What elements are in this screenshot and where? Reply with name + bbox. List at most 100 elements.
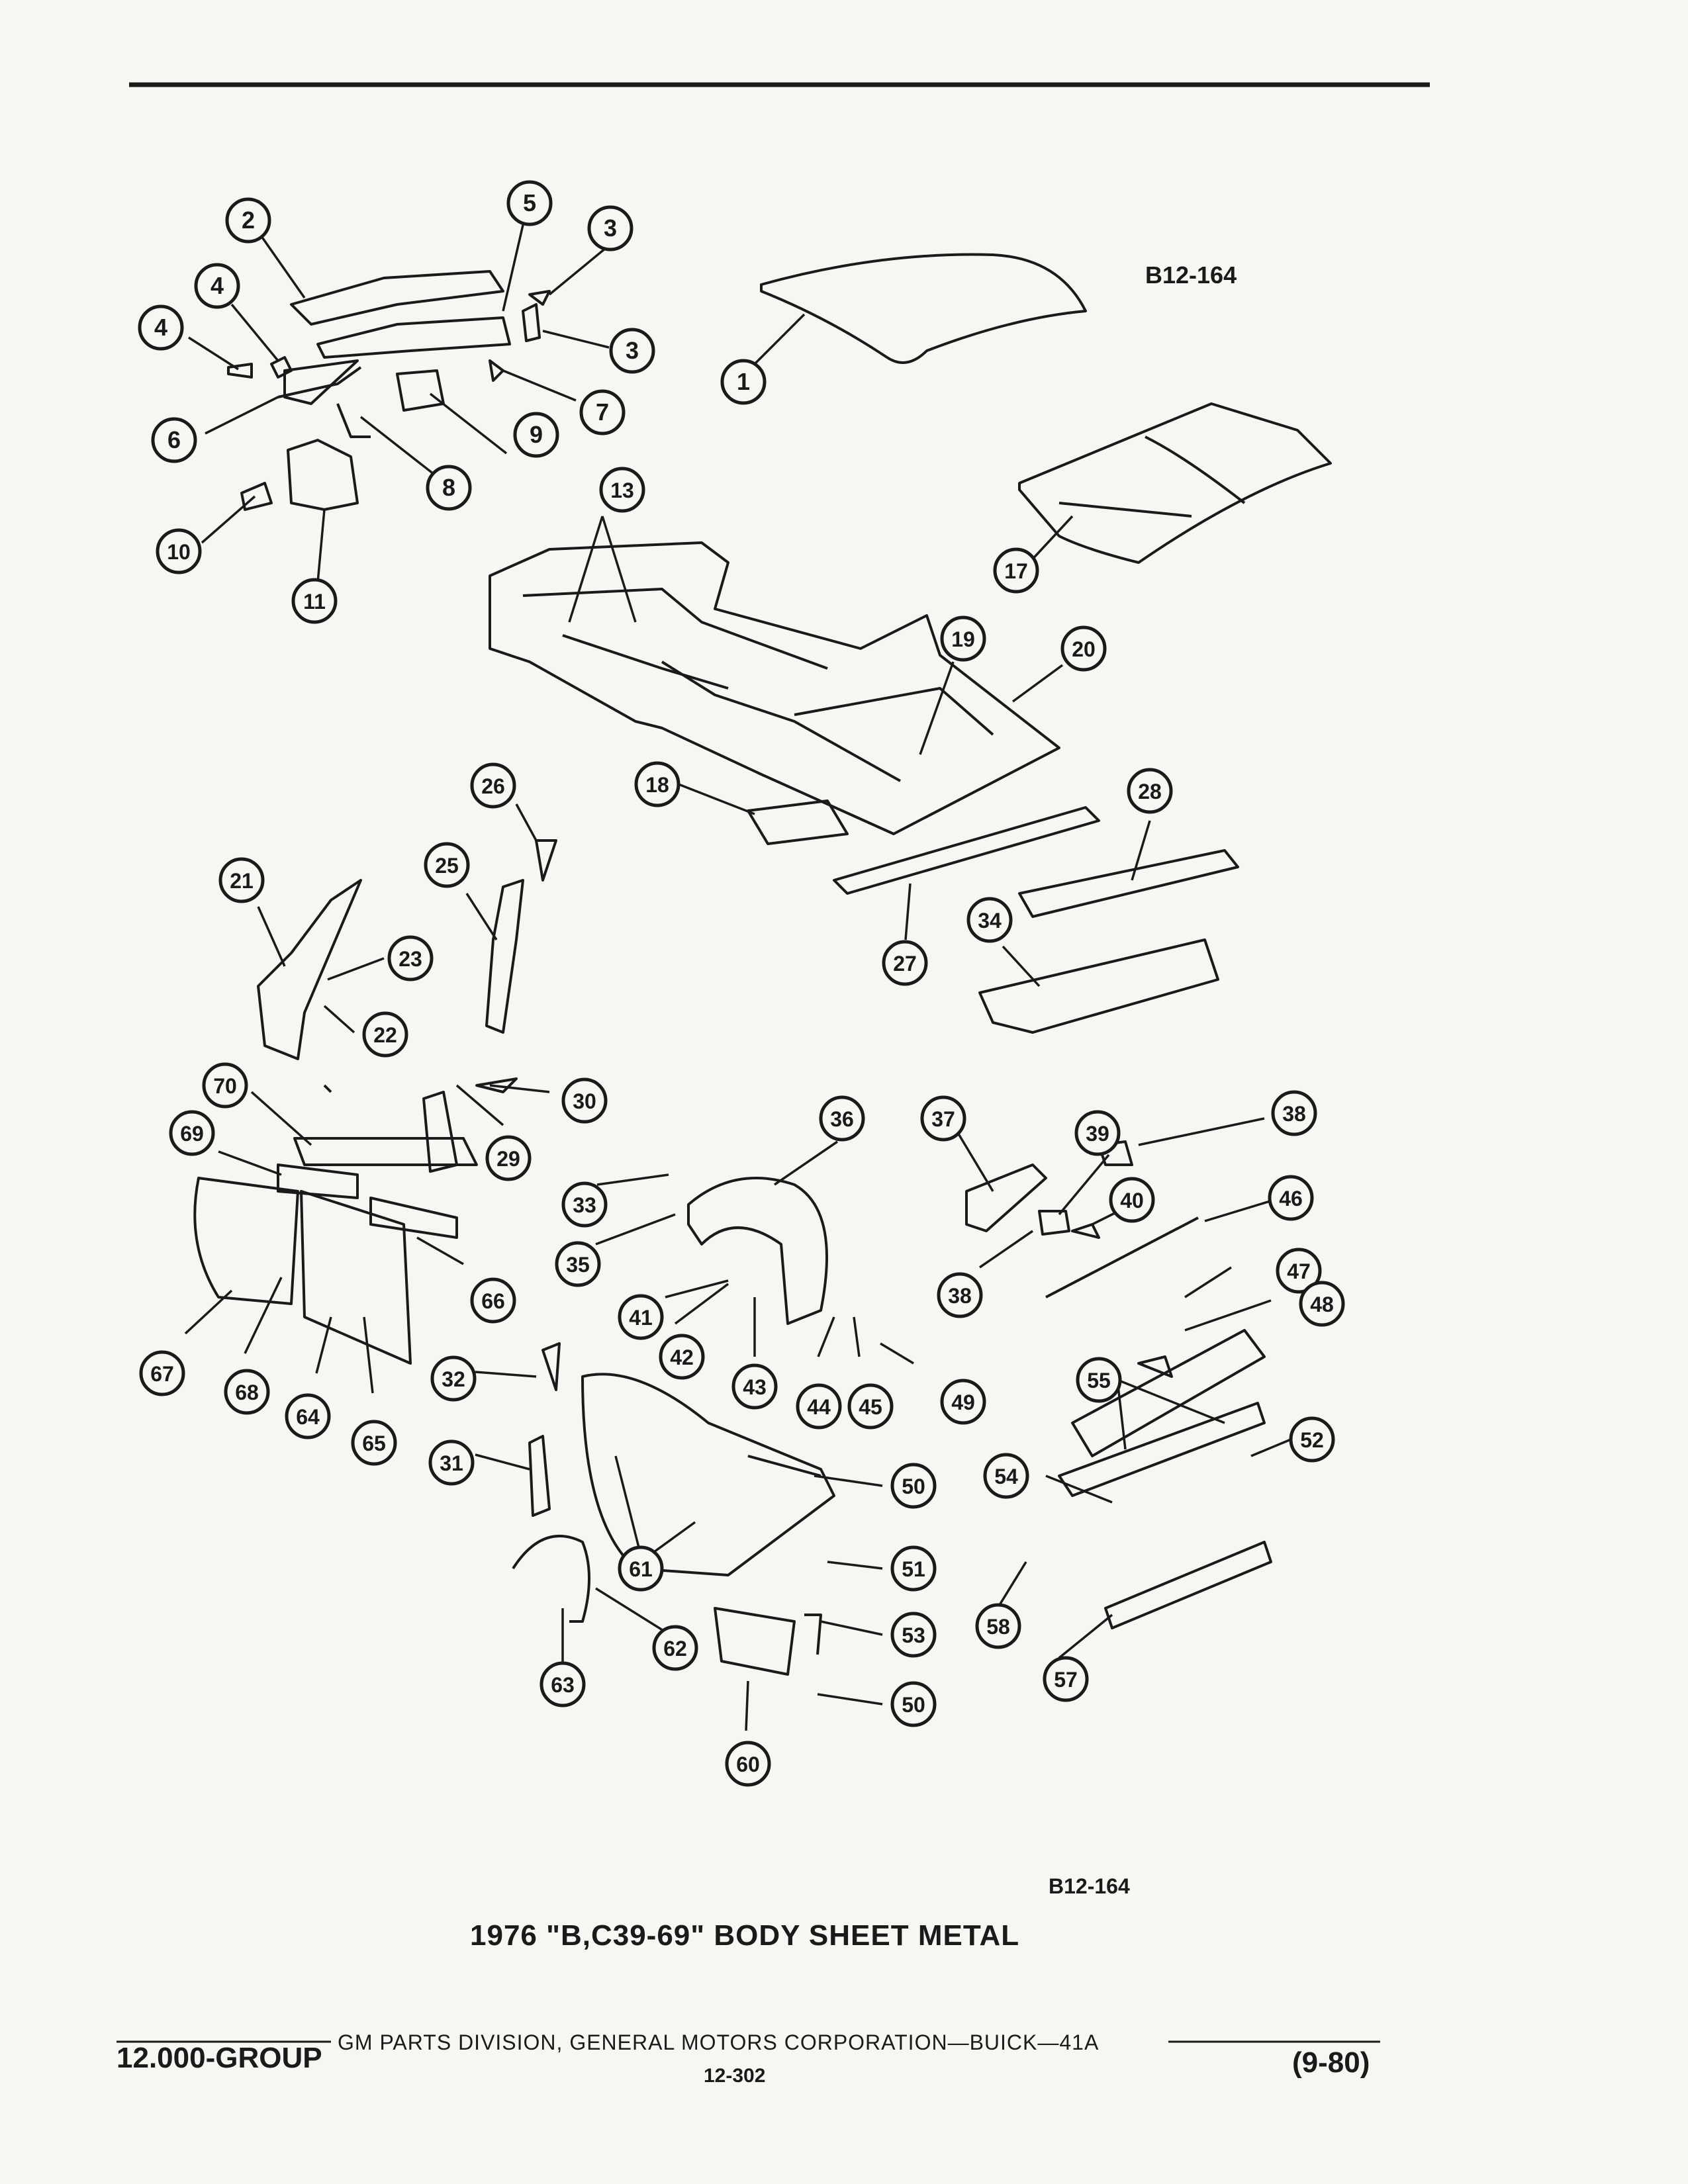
callout-50: 50 <box>890 1681 937 1727</box>
callout-number: 26 <box>481 774 505 798</box>
callout-39: 39 <box>1074 1110 1121 1156</box>
sill-plate-outer <box>293 1137 478 1166</box>
callout-32: 32 <box>430 1355 477 1402</box>
callout-number: 66 <box>481 1289 505 1313</box>
rear-end-panel <box>1071 1329 1266 1457</box>
callout-number: 41 <box>629 1306 653 1330</box>
deck-lid <box>1018 402 1332 564</box>
callout-number: 18 <box>645 773 669 797</box>
callout-11: 11 <box>291 578 338 624</box>
figure-caption: 1976 "B,C39-69" BODY SHEET METAL <box>470 1919 1020 1952</box>
callout-18: 18 <box>634 761 680 807</box>
floor-pan-front <box>287 439 359 511</box>
callout-number: 35 <box>566 1253 590 1277</box>
windshield-pillar <box>257 879 362 1060</box>
callout-20: 20 <box>1060 625 1107 672</box>
callout-number: 60 <box>736 1752 760 1776</box>
callout-45: 45 <box>847 1383 894 1430</box>
callout-33: 33 <box>561 1181 608 1228</box>
callout-38: 38 <box>937 1272 983 1318</box>
callout-number: 67 <box>150 1362 174 1386</box>
callout-number: 4 <box>154 314 167 341</box>
callout-69: 69 <box>169 1110 215 1156</box>
callout-17: 17 <box>993 547 1039 594</box>
callout-25: 25 <box>424 842 470 888</box>
sill-plate-front <box>277 1163 359 1199</box>
rear-shelf-panel <box>1018 849 1239 918</box>
deck-hinge-spring <box>1045 1216 1199 1298</box>
callout-number: 58 <box>986 1615 1010 1639</box>
callout-number: 47 <box>1287 1259 1311 1283</box>
callout-number: 43 <box>743 1375 767 1399</box>
callout-number: 19 <box>951 627 975 651</box>
callout-52: 52 <box>1289 1416 1335 1463</box>
callout-number: 3 <box>626 337 639 364</box>
front-door <box>193 1177 299 1305</box>
callout-68: 68 <box>224 1369 270 1415</box>
callout-54: 54 <box>983 1453 1029 1499</box>
figure-code-top: B12-164 <box>1145 261 1237 289</box>
callout-number: 46 <box>1279 1187 1303 1210</box>
callout-43: 43 <box>731 1363 778 1410</box>
callout-42: 42 <box>659 1334 705 1380</box>
callout-number: 28 <box>1138 780 1162 803</box>
callout-number: 38 <box>948 1284 972 1308</box>
callout-27: 27 <box>882 940 928 986</box>
callout-number: 4 <box>211 272 224 299</box>
callout-number: 37 <box>931 1107 955 1131</box>
callout-number: 70 <box>213 1074 237 1098</box>
callout-30: 30 <box>561 1077 608 1124</box>
callout-22: 22 <box>362 1011 408 1058</box>
floor-pan-main <box>489 541 1060 835</box>
footer-division: GM PARTS DIVISION, GENERAL MOTORS CORPOR… <box>338 2030 1100 2054</box>
callout-19: 19 <box>940 615 986 662</box>
callout-34: 34 <box>966 897 1013 943</box>
callout-number: 31 <box>440 1451 463 1475</box>
callout-number: 36 <box>830 1107 854 1131</box>
rear-lower-panel <box>1058 1402 1266 1497</box>
callout-55: 55 <box>1076 1357 1122 1403</box>
callout-number: 2 <box>242 206 255 234</box>
callout-number: 34 <box>978 909 1002 933</box>
quarter-extension <box>714 1607 796 1676</box>
callout-number: 48 <box>1310 1293 1334 1316</box>
callout-number: 62 <box>663 1637 687 1661</box>
footer-page-number: 12-302 <box>704 2065 766 2087</box>
callout-3: 3 <box>587 205 633 251</box>
dash-panel <box>316 316 511 359</box>
quarter-panel <box>581 1373 835 1576</box>
callout-number: 30 <box>573 1089 596 1113</box>
callout-50: 50 <box>890 1463 937 1509</box>
callout-41: 41 <box>618 1294 664 1340</box>
wheel-opening-molding <box>512 1535 590 1623</box>
leader-lines <box>184 224 1291 1731</box>
callout-60: 60 <box>725 1741 771 1787</box>
rocker-panel <box>833 806 1100 895</box>
center-pillar <box>485 879 524 1034</box>
callout-37: 37 <box>920 1095 966 1142</box>
callout-58: 58 <box>975 1603 1021 1649</box>
callout-10: 10 <box>156 528 202 574</box>
callout-66: 66 <box>470 1277 516 1324</box>
callout-3: 3 <box>609 328 655 374</box>
callout-number: 13 <box>610 478 634 502</box>
callout-number: 29 <box>496 1147 520 1171</box>
callout-number: 54 <box>994 1465 1018 1488</box>
callout-number: 68 <box>235 1381 259 1404</box>
callout-65: 65 <box>351 1420 397 1466</box>
callout-number: 22 <box>373 1023 397 1047</box>
callout-67: 67 <box>139 1350 185 1396</box>
callout-number: 21 <box>230 869 254 893</box>
callout-number: 8 <box>442 474 455 501</box>
callout-number: 69 <box>180 1122 204 1146</box>
callout-number: 55 <box>1087 1369 1111 1392</box>
callout-number: 61 <box>629 1557 653 1581</box>
callout-38: 38 <box>1271 1090 1317 1136</box>
callout-number: 7 <box>596 398 609 426</box>
callout-number: 38 <box>1282 1102 1306 1126</box>
callout-number: 49 <box>951 1390 975 1414</box>
callout-7: 7 <box>579 389 626 435</box>
callout-number: 27 <box>893 952 917 976</box>
callout-70: 70 <box>202 1062 248 1109</box>
